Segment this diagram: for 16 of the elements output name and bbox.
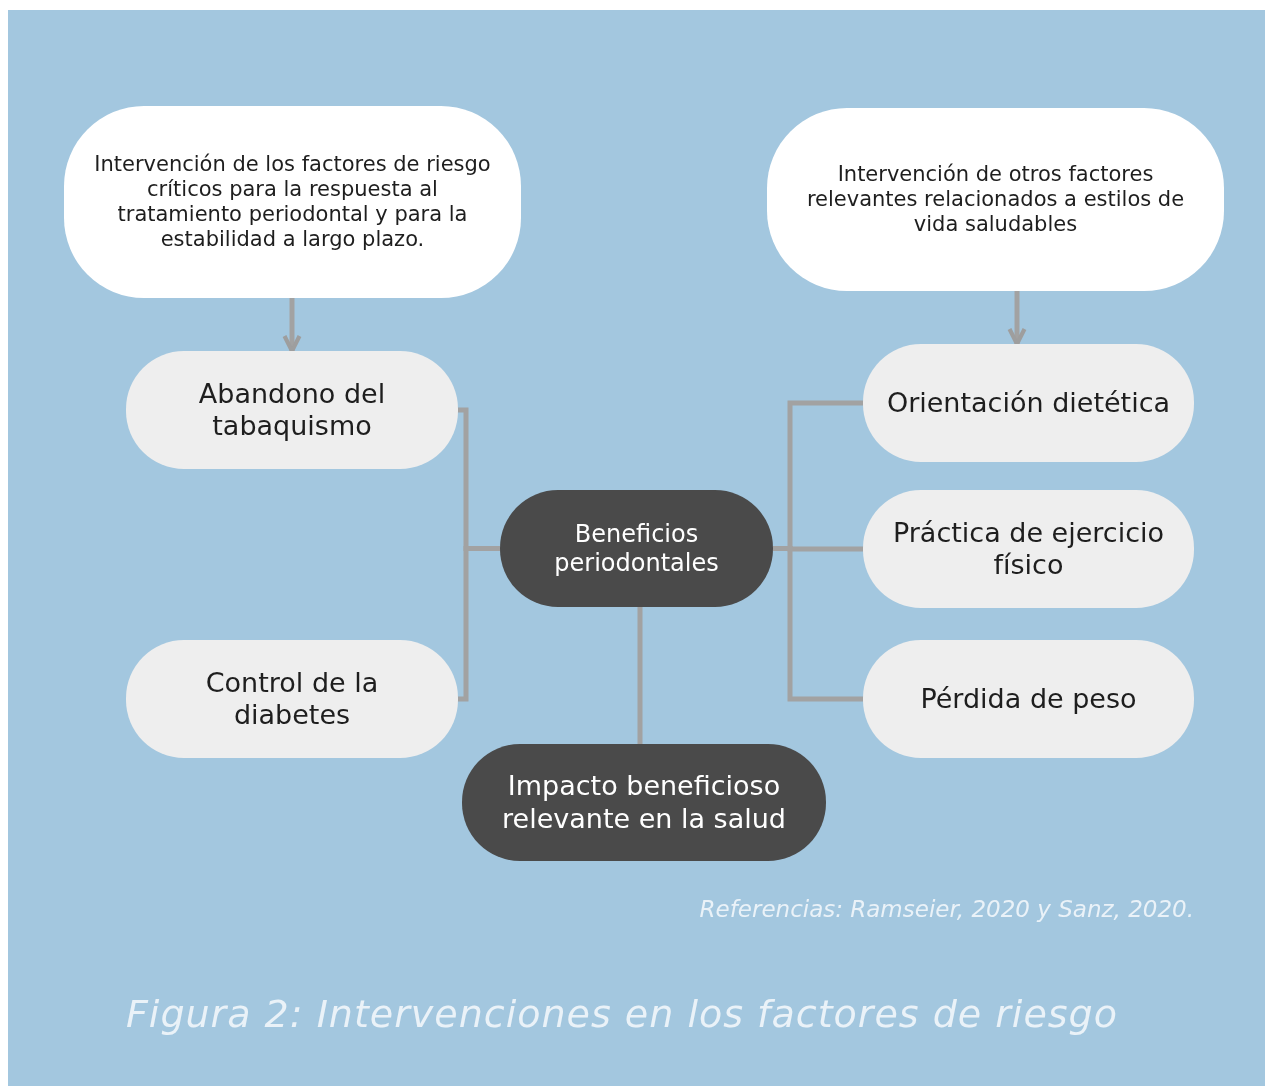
node-text: Abandono del tabaquismo bbox=[197, 377, 387, 443]
node-text: Beneficios periodontales bbox=[553, 519, 720, 578]
node-text: Control de la diabetes bbox=[204, 666, 380, 732]
node-text: Orientación dietética bbox=[886, 386, 1171, 420]
connector-line bbox=[637, 607, 643, 744]
node-text: Impacto beneficioso relevante en la salud bbox=[501, 770, 787, 835]
arrow bbox=[1007, 291, 1027, 347]
figure-caption: Figura 2: Intervenciones en los factores de riesgo bbox=[126, 992, 1118, 1036]
connector-line bbox=[773, 546, 863, 702]
node-text: Pérdida de peso bbox=[920, 682, 1137, 716]
connector-line bbox=[458, 546, 500, 702]
node-text: Práctica de ejercicio físico bbox=[891, 516, 1166, 582]
node-text: Intervención de los factores de riesgo críticos para la respuesta al tratamiento periodontal y para la estabilidad a largo plazo. bbox=[93, 151, 492, 253]
reference-note: Referencias: Ramseier, 2020 y Sanz, 2020. bbox=[699, 896, 1194, 922]
arrow bbox=[282, 298, 302, 354]
node-text: Intervención de otros factores relevantes relacionados a estilos de vida saludables bbox=[805, 161, 1186, 238]
